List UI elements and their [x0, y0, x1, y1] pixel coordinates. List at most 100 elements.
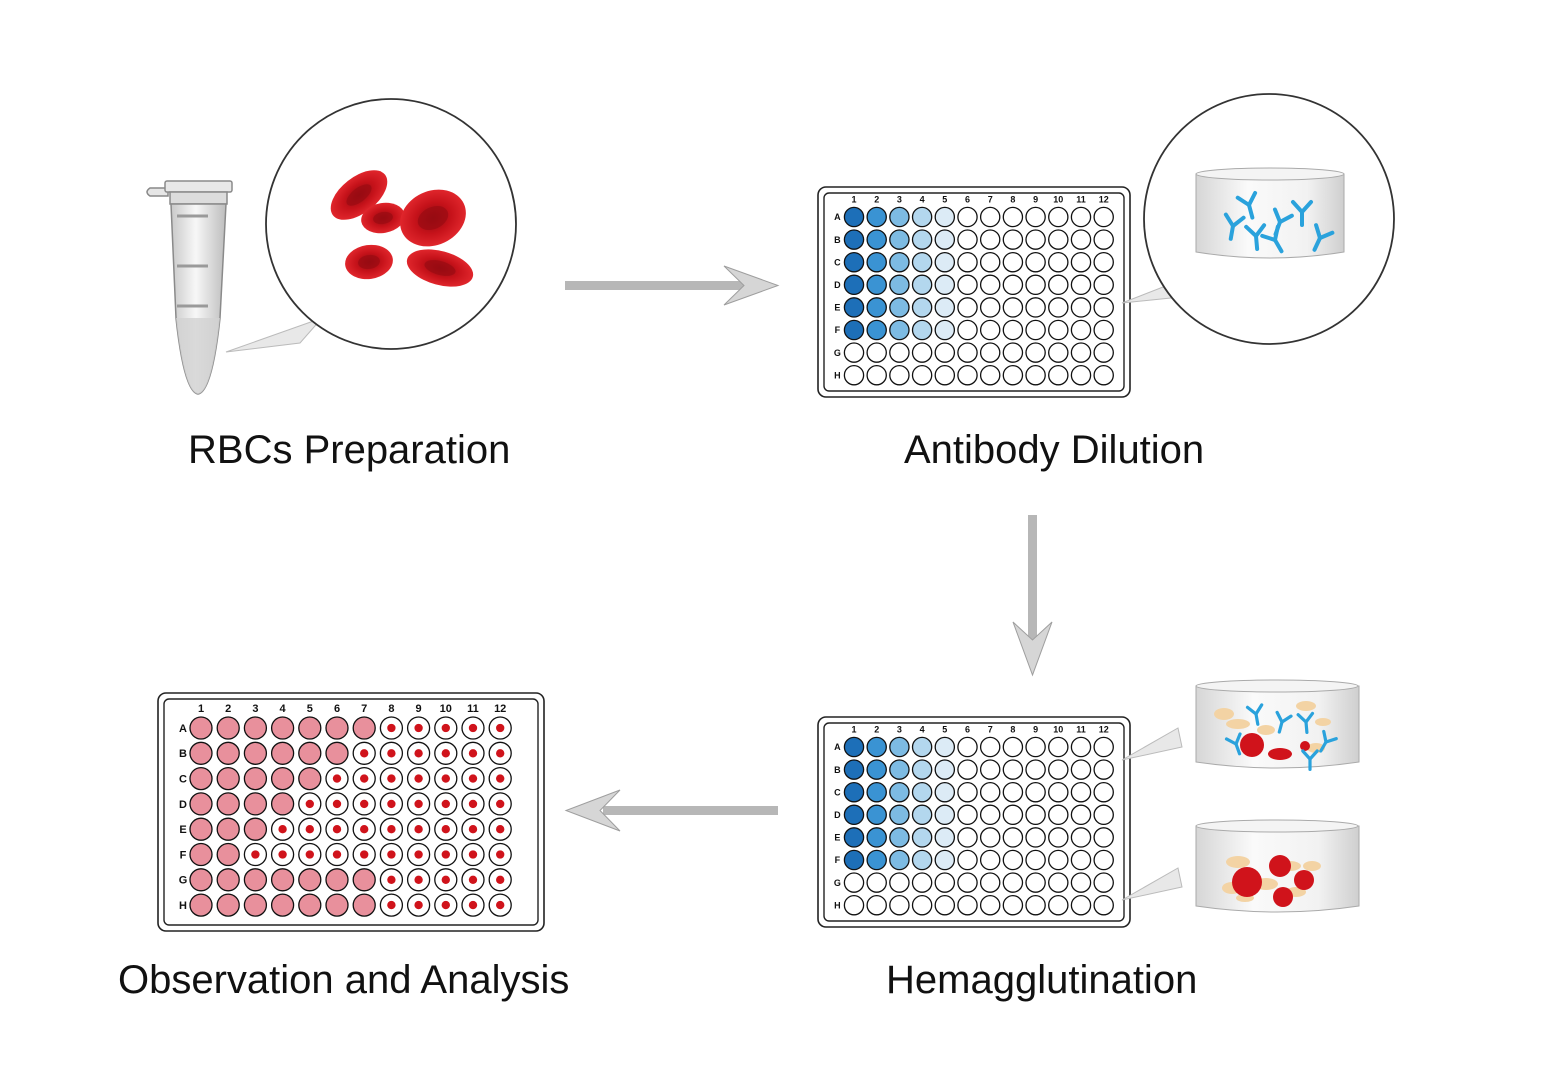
- plate-well: [1093, 274, 1114, 296]
- plate-well: [1002, 274, 1024, 296]
- plate-well: [911, 894, 933, 916]
- plate-well: [1025, 781, 1046, 803]
- plate-well: [1070, 894, 1092, 916]
- plate-column-label: 11: [467, 703, 479, 715]
- plate-well: [957, 251, 978, 273]
- rbc-button-dot: [496, 774, 505, 783]
- rbc-button-dot: [414, 850, 423, 859]
- plate-well: [957, 319, 978, 341]
- rbc-button-dot: [387, 875, 396, 884]
- plate-well: [843, 297, 865, 318]
- plate-well: [957, 206, 978, 228]
- plate-well: [1002, 759, 1024, 780]
- plate-well: [911, 872, 933, 893]
- red-blood-cell: [1232, 867, 1262, 897]
- plate-well: [934, 229, 956, 250]
- plate-row-label: G: [834, 878, 841, 888]
- plate-row-label: F: [835, 325, 841, 335]
- plate-row-label: B: [834, 235, 841, 245]
- plate-well: [270, 868, 295, 892]
- plate-well: [889, 849, 910, 871]
- plate-well: [979, 274, 1001, 296]
- plate-well: [843, 781, 865, 803]
- rbc-button-dot: [468, 900, 478, 910]
- plate-well: [1093, 759, 1114, 780]
- plate-well: [1048, 229, 1069, 250]
- plate-well: [298, 741, 322, 765]
- rbc-button-dot: [441, 875, 450, 884]
- plate-column-label: 7: [988, 194, 993, 204]
- plate-row-label: F: [180, 849, 187, 861]
- plate-well: [889, 251, 910, 273]
- beaker-pointer-bottom: [1121, 867, 1183, 901]
- plate-well: [1048, 297, 1069, 318]
- plate-well: [957, 759, 978, 780]
- rbc-button-dot: [468, 723, 478, 733]
- plate-well: [1025, 759, 1046, 780]
- plate-well: [1002, 894, 1024, 916]
- plate-well: [934, 849, 956, 871]
- plate-well: [1070, 364, 1092, 386]
- plate-well: [243, 893, 268, 917]
- plate-well: [911, 206, 933, 228]
- plate-well: [1048, 342, 1069, 363]
- plate-well: [1070, 229, 1092, 250]
- plate-well: [843, 342, 865, 363]
- plate-well: [243, 792, 268, 816]
- plate-well: [325, 893, 349, 917]
- microcentrifuge-tube-icon: [146, 180, 233, 395]
- rbc-button-dot: [360, 825, 369, 834]
- plate-column-label: 11: [1076, 194, 1086, 204]
- plate-well: [889, 229, 910, 250]
- plate-column-label: 1: [851, 724, 856, 734]
- plate-column-label: 9: [416, 703, 422, 715]
- plate-well: [889, 781, 910, 803]
- rbc-button-dot: [414, 774, 423, 783]
- rbc-button-dot: [441, 850, 450, 859]
- red-blood-cells-icon: [330, 170, 474, 287]
- plate-well: [1002, 804, 1024, 826]
- plate-row-label: H: [834, 900, 841, 910]
- plate-column-label: 6: [334, 703, 340, 715]
- plate-well: [957, 297, 978, 318]
- rbc-ghost: [1226, 856, 1250, 868]
- plate-well: [866, 872, 887, 893]
- plate-well: [911, 319, 933, 341]
- plate-column-label: 4: [920, 194, 925, 204]
- plate-well: [1093, 804, 1114, 826]
- plate-row-label: A: [834, 212, 841, 222]
- plate-well: [911, 274, 933, 296]
- plate-well: [1093, 736, 1114, 758]
- plate-well: [189, 893, 213, 917]
- rbc-button-dot: [360, 799, 369, 809]
- plate-column-label: 3: [897, 724, 902, 734]
- plate-well: [243, 868, 268, 892]
- plate-well: [1002, 319, 1024, 341]
- plate-well: [866, 759, 887, 780]
- plate-well: [1070, 827, 1092, 848]
- plate-well: [934, 872, 956, 893]
- plate-well: [957, 804, 978, 826]
- rbc-button-dot: [441, 799, 450, 809]
- plate-well: [934, 206, 956, 228]
- plate-well: [243, 766, 268, 791]
- plate-well: [957, 364, 978, 386]
- plate-well: [866, 827, 887, 848]
- rbc-button-dot: [496, 723, 505, 733]
- plate-row-label: E: [179, 824, 186, 836]
- red-blood-cell: [1273, 887, 1293, 907]
- rbc-button-dot: [468, 875, 478, 884]
- rbc-button-dot: [414, 799, 423, 809]
- plate-well: [1025, 894, 1046, 916]
- plate-well: [957, 849, 978, 871]
- plate-well: [911, 781, 933, 803]
- plate-well: [957, 736, 978, 758]
- plate-well: [325, 868, 349, 892]
- plate-well: [911, 759, 933, 780]
- y-antibody-icon: [1275, 710, 1293, 734]
- plate-well: [1093, 849, 1114, 871]
- plate-well: [243, 817, 268, 841]
- y-antibody-icon: [1291, 200, 1313, 227]
- plate-row-label: B: [179, 748, 187, 760]
